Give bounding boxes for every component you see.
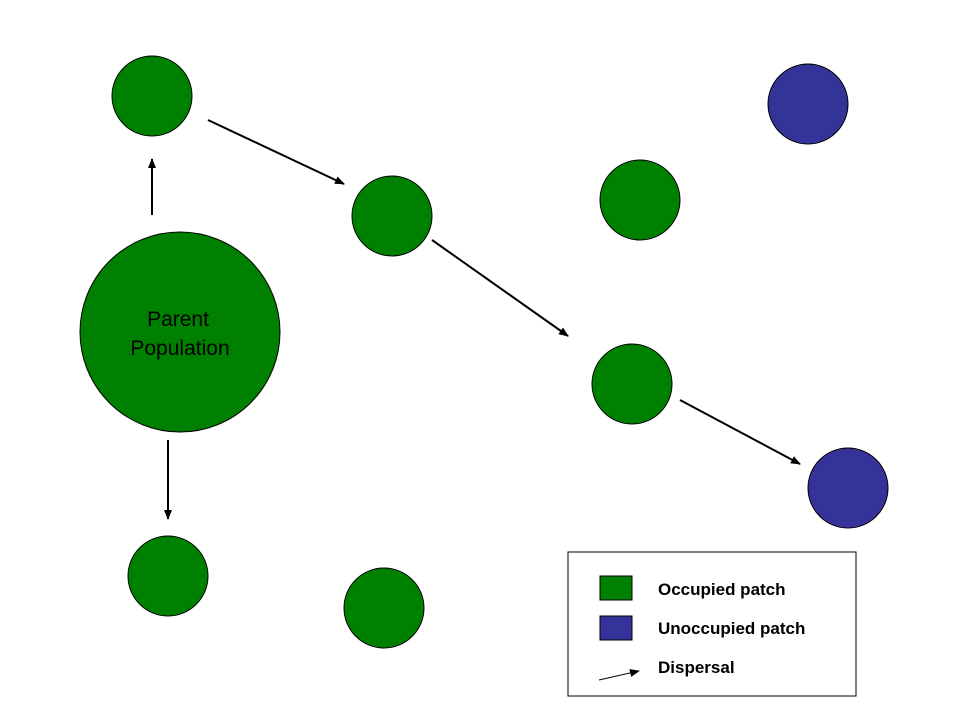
legend-occupied-swatch xyxy=(599,575,633,601)
occupied-patch-center-upper xyxy=(351,175,433,257)
occupied-patch-top-left xyxy=(111,55,193,137)
parent-population-node: Parent Population xyxy=(79,231,281,433)
legend-dispersal-label: Dispersal xyxy=(658,658,735,677)
parent-label-line1: Parent xyxy=(147,308,209,331)
dispersal-arrow-right-to-unoccupied xyxy=(679,399,801,465)
occupied-patch-center-right xyxy=(591,343,673,425)
dispersal-arrow-top-to-center xyxy=(207,119,345,185)
unoccupied-patch-right xyxy=(807,447,889,529)
legend-occupied-label: Occupied patch xyxy=(658,580,786,599)
occupied-patch-bottom-left xyxy=(127,535,209,617)
parent-label-line2: Population xyxy=(130,337,229,360)
legend-dispersal-arrow xyxy=(598,669,640,681)
unoccupied-patch-top-right xyxy=(767,63,849,145)
legend: Occupied patch Unoccupied patch Dispersa… xyxy=(567,551,857,697)
legend-unoccupied-label: Unoccupied patch xyxy=(658,619,805,638)
legend-unoccupied-swatch xyxy=(599,615,633,641)
dispersal-arrow-center-to-right xyxy=(431,239,569,337)
occupied-patch-upper-right xyxy=(599,159,681,241)
occupied-patch-bottom-center xyxy=(343,567,425,649)
